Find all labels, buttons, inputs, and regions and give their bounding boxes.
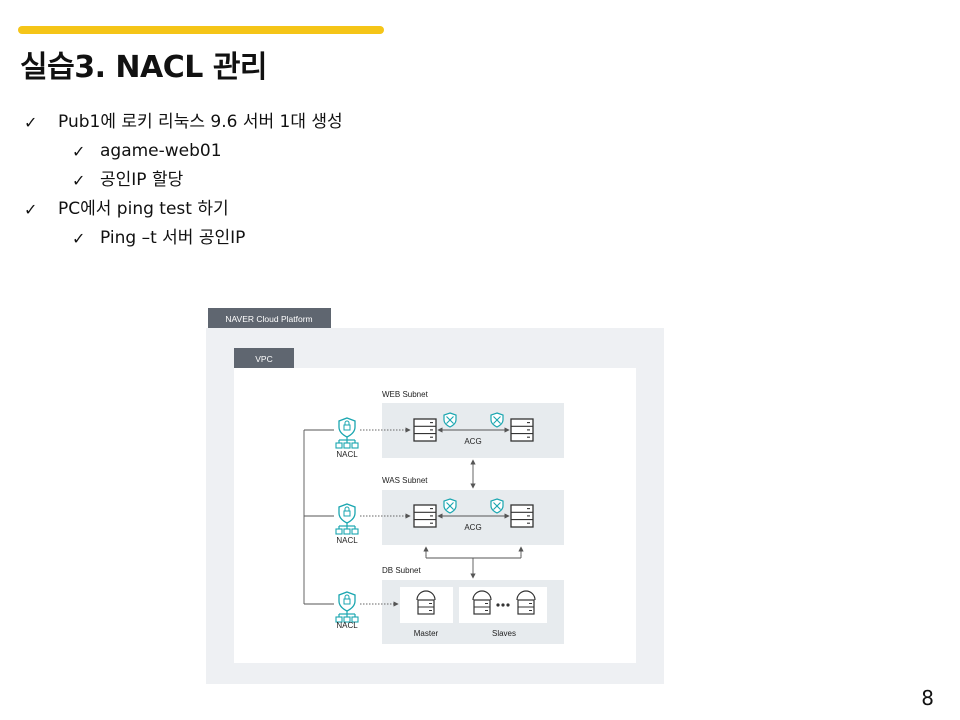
slide-title: 실습3. NACL 관리 <box>20 50 268 85</box>
check-icon: ✓ <box>24 113 38 132</box>
db-nacl-label: NACL <box>336 621 358 630</box>
check-icon: ✓ <box>24 200 38 219</box>
vpc-label: VPC <box>255 354 272 364</box>
bullet-text: Pub1에 로키 리눅스 9.6 서버 1대 생성 <box>58 112 343 132</box>
bullet-text: agame-web01 <box>100 141 222 161</box>
network-diagram-svg: NAVER Cloud Platform VPC WEB Subnet NACL… <box>206 308 664 684</box>
was-acg-label: ACG <box>464 523 481 532</box>
was-subnet-label: WAS Subnet <box>382 476 428 485</box>
web-subnet-label: WEB Subnet <box>382 390 429 399</box>
check-icon: ✓ <box>72 229 86 248</box>
platform-label: NAVER Cloud Platform <box>225 314 312 324</box>
acg-shield-icon <box>443 498 457 514</box>
bullet-list: ✓ Pub1에 로키 리눅스 9.6 서버 1대 생성 ✓ agame-web0… <box>22 108 343 253</box>
sub-bullet-item: ✓ agame-web01 <box>22 137 343 166</box>
title-accent-bar <box>18 26 384 34</box>
was-nacl-label: NACL <box>336 536 358 545</box>
master-label: Master <box>414 629 439 638</box>
acg-shield-icon <box>490 412 504 428</box>
web-nacl-label: NACL <box>336 450 358 459</box>
server-icon <box>413 504 437 528</box>
slaves-label: Slaves <box>492 629 516 638</box>
page-number: 8 <box>921 686 934 710</box>
web-subnet-box <box>382 403 564 458</box>
server-icon <box>510 504 534 528</box>
platform-label-tab <box>208 308 331 328</box>
acg-shield-icon <box>443 412 457 428</box>
server-icon <box>510 418 534 442</box>
acg-shield-icon <box>490 498 504 514</box>
ellipsis-icon <box>496 603 510 607</box>
bullet-item: ✓ PC에서 ping test 하기 <box>22 195 343 224</box>
check-icon: ✓ <box>72 142 86 161</box>
bullet-item: ✓ Pub1에 로키 리눅스 9.6 서버 1대 생성 <box>22 108 343 137</box>
sub-bullet-item: ✓ Ping –t 서버 공인IP <box>22 224 343 253</box>
web-acg-label: ACG <box>464 437 481 446</box>
check-icon: ✓ <box>72 171 86 190</box>
server-icon <box>413 418 437 442</box>
network-diagram: NAVER Cloud Platform VPC WEB Subnet NACL… <box>206 306 664 684</box>
bullet-text: Ping –t 서버 공인IP <box>100 228 246 248</box>
vpc-label-tab <box>234 348 294 368</box>
bullet-text: PC에서 ping test 하기 <box>58 199 229 219</box>
bullet-text: 공인IP 할당 <box>100 170 184 190</box>
db-subnet-label: DB Subnet <box>382 566 421 575</box>
was-subnet-box <box>382 490 564 545</box>
sub-bullet-item: ✓ 공인IP 할당 <box>22 166 343 195</box>
